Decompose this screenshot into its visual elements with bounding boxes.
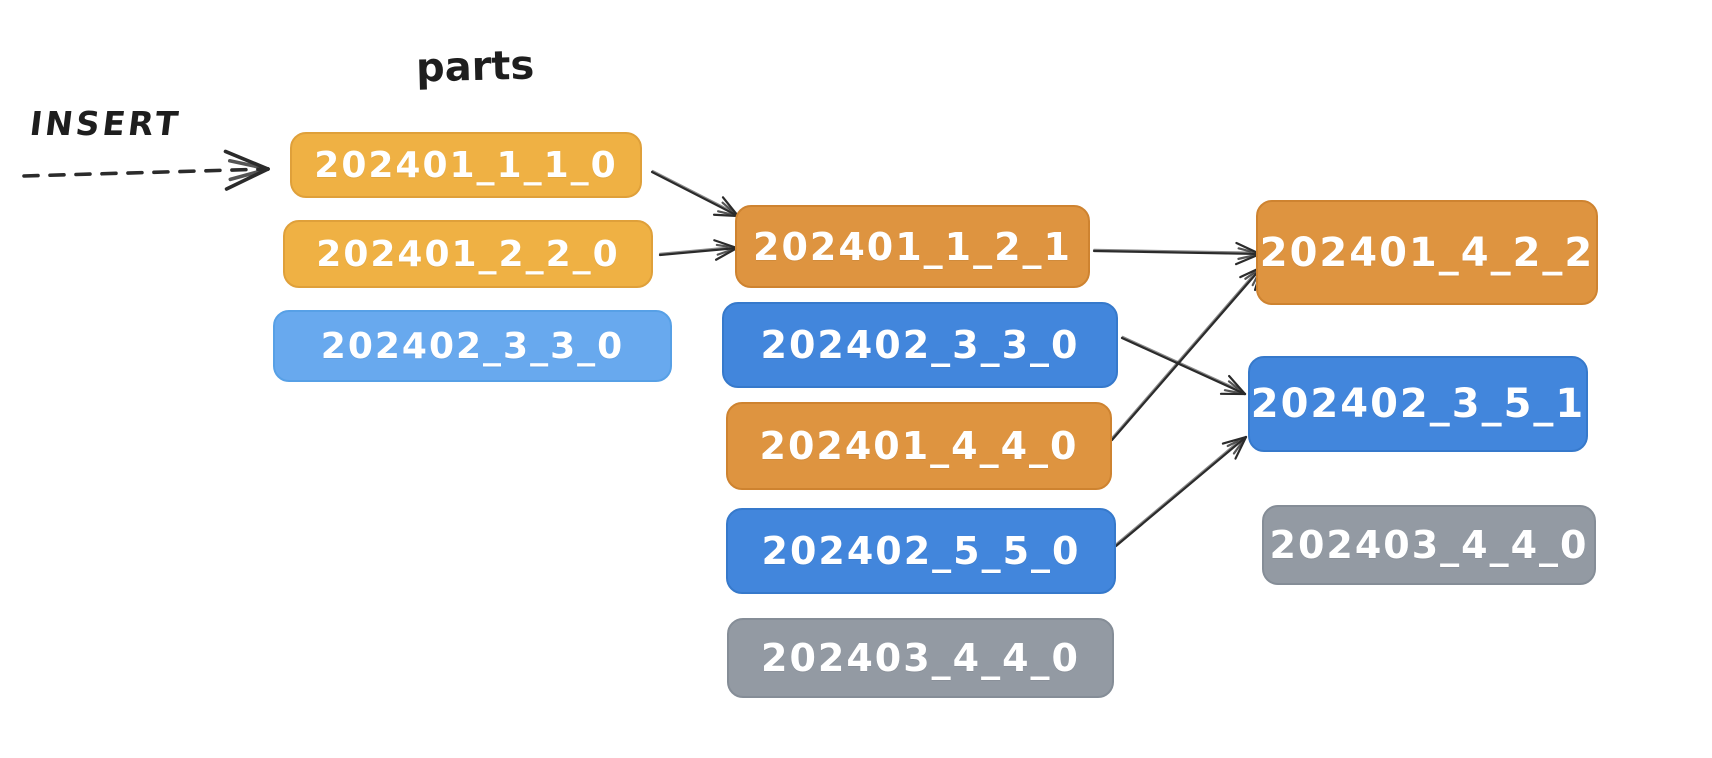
parts-title: parts — [415, 42, 535, 92]
part-202401_4_4_0-col2: 202401_4_4_0 — [726, 402, 1112, 490]
part-202403_4_4_0-col3: 202403_4_4_0 — [1262, 505, 1596, 585]
part-label: 202401_4_4_0 — [759, 424, 1079, 468]
part-label: 202401_1_1_0 — [314, 144, 618, 186]
part-label: 202401_4_2_2 — [1259, 229, 1595, 276]
arrow-202402_5_5_0-to-202402_3_5_1 — [1114, 435, 1248, 548]
part-label: 202402_5_5_0 — [761, 529, 1081, 573]
arrow-202402_3_3_0-to-202402_3_5_1 — [1120, 335, 1247, 396]
part-label: 202402_3_3_0 — [320, 325, 625, 367]
part-202403_4_4_0-col2: 202403_4_4_0 — [727, 618, 1114, 698]
part-label: 202402_3_3_0 — [760, 323, 1080, 367]
part-202401_2_2_0-col1: 202401_2_2_0 — [283, 220, 653, 288]
part-202401_4_2_2-col3: 202401_4_2_2 — [1256, 200, 1598, 305]
part-202402_3_3_0-col1: 202402_3_3_0 — [273, 310, 672, 382]
part-label: 202403_4_4_0 — [1269, 523, 1589, 567]
part-202401_1_1_0-col1: 202401_1_1_0 — [290, 132, 642, 198]
arrow-202401_1_2_1-to-202401_4_2_2 — [1092, 241, 1262, 266]
part-202402_5_5_0-col2: 202402_5_5_0 — [726, 508, 1116, 594]
part-label: 202403_4_4_0 — [761, 636, 1080, 680]
insert-arrow — [22, 149, 270, 191]
arrow-202401_2_2_0-to-202401_1_2_1 — [658, 239, 739, 261]
arrow-202401_1_1_0-to-202401_1_2_1 — [650, 169, 740, 218]
insert-label: INSERT — [27, 104, 184, 143]
part-label: 202402_3_5_1 — [1250, 381, 1586, 427]
part-202402_3_3_0-col2: 202402_3_3_0 — [722, 302, 1118, 388]
part-202402_3_5_1-col3: 202402_3_5_1 — [1248, 356, 1588, 452]
arrow-202401_4_4_0-to-202401_4_2_2 — [1110, 265, 1264, 442]
part-label: 202401_2_2_0 — [316, 233, 620, 275]
part-202401_1_2_1-col2: 202401_1_2_1 — [735, 205, 1090, 288]
part-label: 202401_1_2_1 — [753, 224, 1072, 269]
